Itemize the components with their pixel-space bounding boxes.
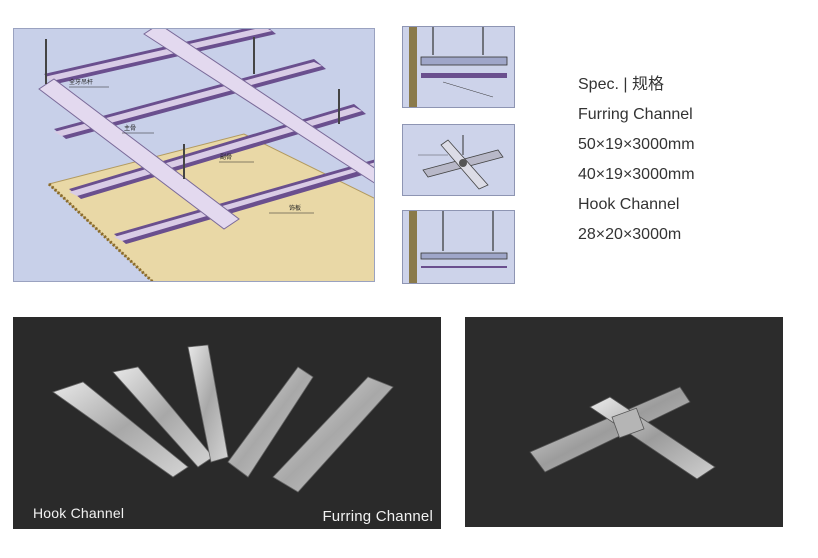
connector-clip [611, 407, 645, 439]
main-channel-piece [529, 386, 691, 473]
section-diagram-1 [402, 26, 515, 108]
label-main-channel: 主骨 [124, 124, 136, 132]
label-furring-channel: 副骨 [220, 153, 232, 161]
ceiling-diagram-svg: 全牙吊杆 主骨 副骨 饰板 [38, 29, 374, 281]
hook-channel-pieces [52, 344, 229, 478]
wall [409, 211, 417, 283]
assembled-channel-photo [465, 317, 783, 527]
furring-channel-pieces [227, 366, 394, 493]
spec-line: 50×19×3000mm [578, 136, 695, 153]
spec-line: Furring Channel [578, 106, 693, 123]
furring-channels [44, 29, 374, 244]
main-channel-section [420, 56, 508, 66]
connector-clip [459, 159, 467, 167]
hanger-rods [45, 37, 340, 179]
spec-heading: Spec. | 规格 [578, 76, 664, 93]
spec-line: 40×19×3000mm [578, 166, 695, 183]
spec-line: 28×20×3000m [578, 226, 682, 243]
furring-channel-label: Furring Channel [322, 508, 433, 525]
furring-channel-section [421, 73, 507, 78]
ceiling-system-diagram: 全牙吊杆 主骨 副骨 饰板 [13, 28, 375, 282]
connector-detail-diagram [402, 124, 515, 196]
label-ceiling-board: 饰板 [289, 204, 301, 212]
board-edge [47, 182, 155, 281]
section-diagram-2 [402, 210, 515, 284]
channels-photo: Hook Channel Furring Channel [13, 317, 441, 529]
label-hanger-rod: 全牙吊杆 [69, 78, 93, 86]
wall [409, 27, 417, 107]
hook-channel-section [420, 252, 508, 260]
main-channels [38, 29, 374, 230]
hook-channel-label: Hook Channel [33, 505, 125, 521]
leader-lines [69, 86, 314, 214]
spec-line: Hook Channel [578, 196, 680, 213]
spec-block: Spec. | 规格 Furring Channel 50×19×3000mm … [578, 70, 695, 250]
